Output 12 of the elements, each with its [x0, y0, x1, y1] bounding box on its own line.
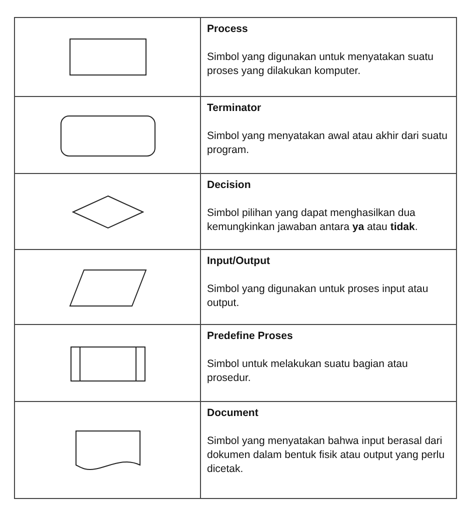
symbol-name: Input/Output	[207, 254, 271, 268]
symbol-description: Simbol yang digunakan untuk menyatakan suatu proses yang dilakukan komputer.	[207, 50, 434, 78]
symbol-description: Simbol yang digunakan untuk proses input atau output.	[207, 282, 430, 310]
symbol-name: Predefine Proses	[207, 329, 294, 343]
symbol-name: Terminator	[207, 101, 262, 115]
symbol-name: Document	[207, 406, 260, 420]
symbol-description: Simbol pilihan yang dapat menghasilkan dua kemungkinkan jawaban antara ya atau tidak.	[207, 206, 419, 234]
symbol-description: Simbol yang menyatakan bahwa input berasal dari dokumen dalam bentuk fisik atau output yang perlu dicetak.	[207, 434, 446, 476]
symbol-name: Process	[207, 22, 249, 36]
symbol-name: Decision	[207, 178, 252, 192]
symbol-description: Simbol yang menyatakan awal atau akhir dari suatu program.	[207, 129, 448, 157]
symbol-description: Simbol untuk melakukan suatu bagian atau prosedur.	[207, 357, 409, 385]
